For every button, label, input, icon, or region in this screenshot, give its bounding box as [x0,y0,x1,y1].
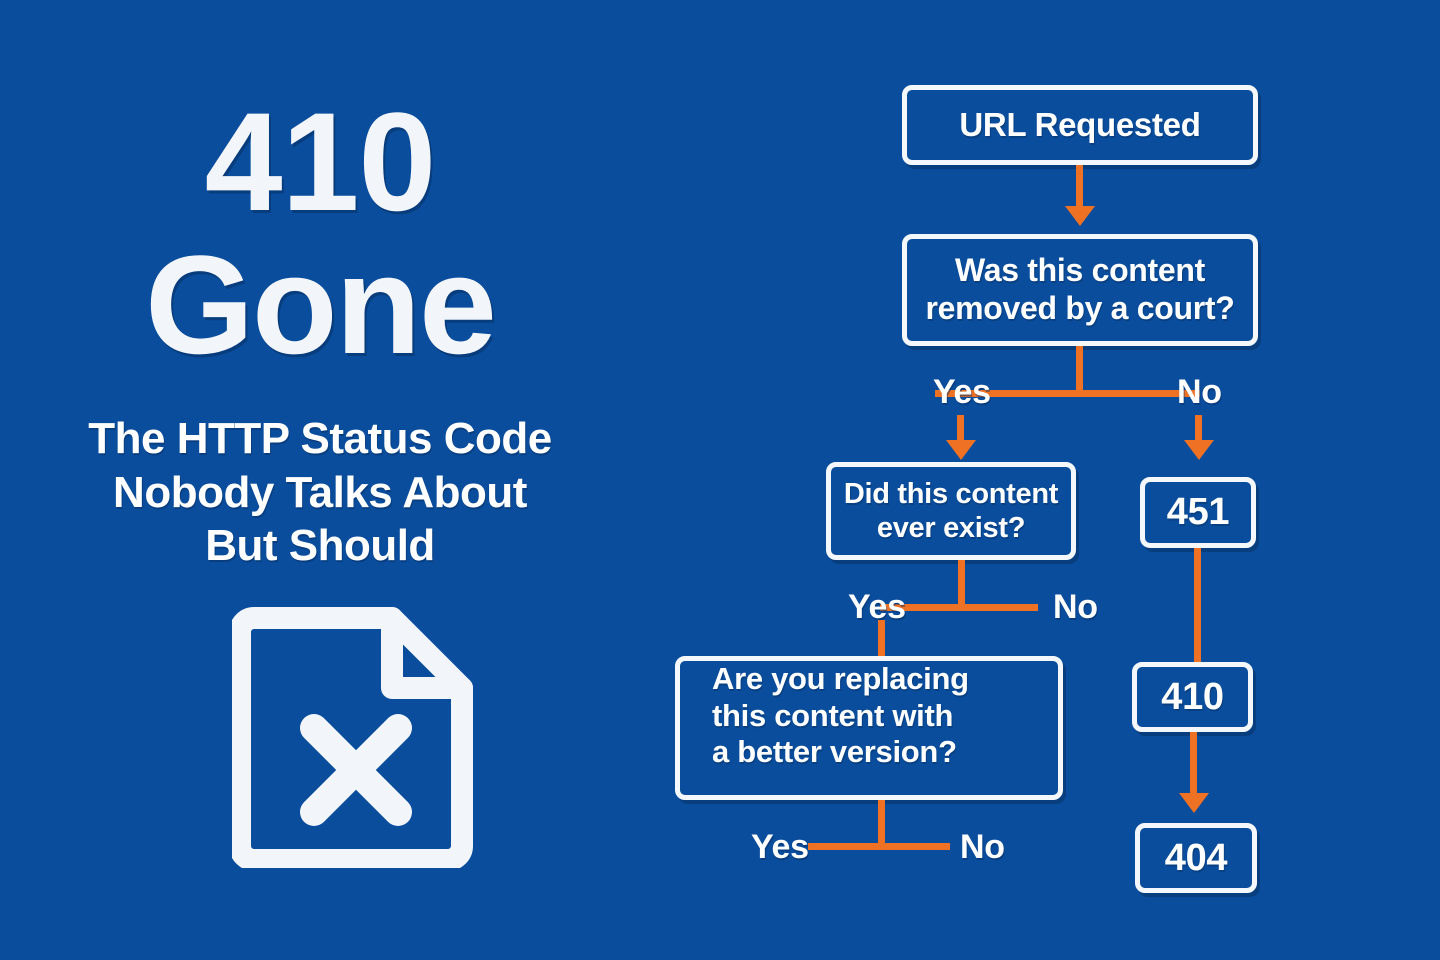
arrowhead-court-no [1184,440,1214,460]
connector-451-to-410 [1194,548,1201,662]
flow-node-label-line-2: ever exist? [876,512,1026,544]
document-x-icon [229,596,484,871]
connector-410-to-404 [1190,732,1197,800]
flow-node-label-line-2: removed by a court? [925,290,1235,326]
flow-node-label: URL Requested [959,105,1201,143]
connector-replace-stem [878,800,885,850]
page-title-status: Gone [145,226,497,383]
connector-exist-yes-down [878,620,885,658]
flow-node-label-line-3: a better version? [712,734,957,770]
flow-node-status-404[interactable]: 404 [1135,823,1257,893]
connector-court-bar [935,390,1200,397]
connector-court-stem [1076,346,1083,396]
flow-node-label-line-2: this content with [712,697,954,733]
page-subtitle: The HTTP Status Code Nobody Talks About … [0,412,640,573]
page-title-code: 410 [204,83,437,240]
subtitle-line-3: But Should [205,521,435,571]
branch-label-exist-yes: Yes [848,588,906,626]
connector-court-no-down [1195,415,1202,447]
flow-node-label: 410 [1161,675,1224,718]
flow-node-exist-question[interactable]: Did this content ever exist? [826,462,1076,560]
arrowhead-start-to-court [1065,206,1095,226]
headline-panel: 410 Gone The HTTP Status Code Nobody Tal… [0,0,640,960]
connector-replace-bar [808,843,950,850]
branch-label-exist-no: No [1053,588,1098,626]
flow-node-label: 404 [1164,836,1228,879]
decision-flowchart: URL Requested Was this content removed b… [640,0,1440,960]
arrowhead-court-yes [946,440,976,460]
branch-label-court-no: No [1177,373,1222,411]
flow-node-label-line-1: Did this content [843,477,1059,510]
branch-label-replace-no: No [960,828,1005,866]
flow-node-label-line-1: Are you replacing [712,661,969,696]
flow-node-court-question[interactable]: Was this content removed by a court? [902,234,1258,346]
connector-exist-stem [958,560,965,610]
connector-start-to-court [1076,165,1083,213]
connector-court-yes-down [957,415,964,447]
flow-node-status-451[interactable]: 451 [1140,477,1256,548]
flow-node-label-line-1: Was this content [954,252,1206,289]
subtitle-line-1: The HTTP Status Code [88,414,552,463]
flow-node-url-requested[interactable]: URL Requested [902,85,1258,165]
connector-exist-bar [880,604,1038,611]
flow-node-label: 451 [1166,491,1230,534]
branch-label-court-yes: Yes [933,373,991,411]
arrowhead-410-to-404 [1179,793,1209,813]
subtitle-line-2: Nobody Talks About [113,467,527,517]
flow-node-replace-question[interactable]: Are you replacing this content with a be… [675,656,1063,800]
flow-node-status-410[interactable]: 410 [1132,662,1253,732]
branch-label-replace-yes: Yes [751,828,809,866]
